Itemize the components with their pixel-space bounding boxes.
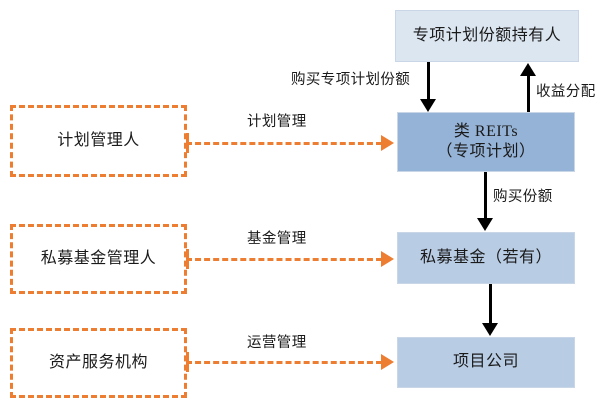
node-reits-special-plan: 类 REITs （专项计划） [397, 112, 575, 172]
connector-operation-management-head [381, 354, 394, 370]
arrow-income-distribution-head [520, 63, 536, 76]
edge-label-plan-management: 计划管理 [247, 114, 307, 130]
connector-plan-management-head [381, 135, 394, 151]
edge-label-purchase-plan-share: 购买专项计划份额 [291, 72, 411, 88]
node-reits-label-line1: 类 REITs [453, 122, 519, 140]
connector-fund-management-head [381, 251, 394, 267]
node-fund-manager-label: 私募基金管理人 [40, 249, 157, 267]
edge-label-purchase-share: 购买份额 [493, 189, 553, 205]
node-plan-share-holder-label: 专项计划份额持有人 [412, 26, 562, 44]
connector-fund-management-line [186, 258, 382, 261]
connector-plan-management-line [186, 142, 382, 145]
arrow-purchase-share-head [477, 218, 493, 231]
node-plan-share-holder: 专项计划份额持有人 [395, 10, 579, 62]
node-private-fund: 私募基金（若有） [397, 232, 575, 284]
edge-label-income-distribution: 收益分配 [536, 84, 596, 100]
node-reits-label-line2: （专项计划） [436, 143, 536, 160]
arrow-purchase-plan-share-line [427, 62, 430, 100]
edge-label-operation-management: 运营管理 [247, 335, 307, 351]
node-asset-servicer: 资产服务机构 [10, 328, 187, 398]
edge-label-fund-management: 基金管理 [247, 231, 307, 247]
node-plan-manager-label: 计划管理人 [57, 131, 140, 149]
arrow-purchase-share-line [484, 172, 487, 219]
node-fund-manager: 私募基金管理人 [10, 224, 187, 294]
arrow-fund-to-project-line [489, 284, 492, 324]
arrow-purchase-plan-share-head [420, 99, 436, 112]
arrow-income-distribution-line [527, 75, 530, 112]
node-asset-servicer-label: 资产服务机构 [48, 353, 148, 371]
node-project-company: 项目公司 [397, 337, 575, 388]
node-private-fund-label: 私募基金（若有） [419, 248, 552, 266]
connector-operation-management-line [186, 361, 382, 364]
arrow-fund-to-project-head [482, 323, 498, 336]
node-plan-manager: 计划管理人 [10, 105, 187, 177]
node-project-company-label: 项目公司 [452, 353, 519, 371]
